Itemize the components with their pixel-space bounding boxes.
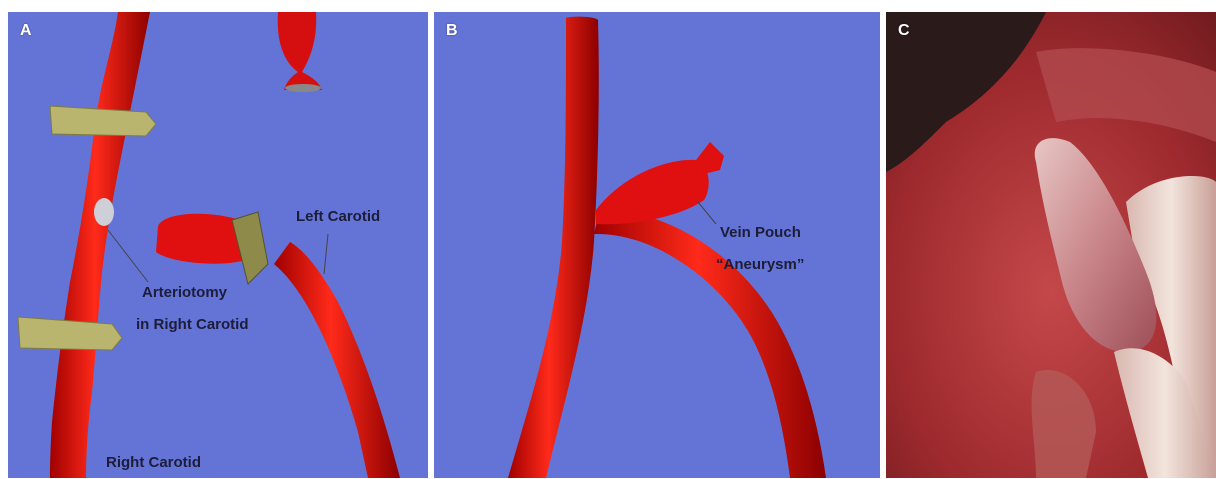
arteriotomy-label-line2: in Right Carotid bbox=[136, 316, 249, 333]
panel-c: C bbox=[886, 12, 1216, 478]
panel-a-letter: A bbox=[20, 22, 32, 40]
left-carotid-label: Left Carotid bbox=[296, 208, 380, 225]
panel-a-illustration bbox=[8, 12, 428, 478]
arteriotomy-label-line1: Arteriotomy bbox=[142, 284, 227, 301]
panel-b-letter: B bbox=[446, 22, 458, 40]
surgical-photo bbox=[886, 12, 1216, 478]
vein-pouch-label-line2: “Aneurysm” bbox=[716, 256, 804, 273]
panel-b-illustration bbox=[434, 12, 880, 478]
panel-a: A Left Carotid Arteriotomy in Right Caro… bbox=[8, 12, 428, 478]
right-carotid-label: Right Carotid bbox=[106, 454, 201, 471]
arteriotomy-opening bbox=[94, 198, 114, 226]
vein-pouch-label-line1: Vein Pouch bbox=[720, 224, 801, 241]
top-vessel-cut bbox=[285, 84, 321, 92]
panel-c-letter: C bbox=[898, 22, 910, 40]
panel-b: B Vein Pouch “Aneurysm” bbox=[434, 12, 880, 478]
